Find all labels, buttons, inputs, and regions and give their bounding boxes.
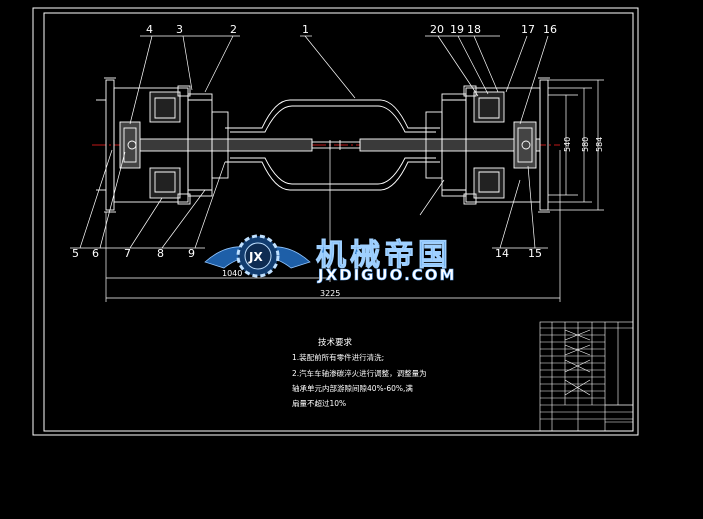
part-label-18: 18	[467, 23, 481, 36]
dim-580: 580	[581, 137, 590, 152]
outer-frame	[32, 7, 639, 436]
part-label-1: 1	[302, 23, 309, 36]
watermark-logo: JX	[204, 234, 311, 278]
bottom-dimensions	[105, 150, 561, 302]
inner-frame	[43, 12, 634, 432]
part-label-8: 8	[157, 247, 164, 260]
tech-req-line3: 轴承单元内部游隙间隙40%-60%,满	[292, 384, 413, 393]
part-label-5: 5	[72, 247, 79, 260]
right-wheel-end	[425, 77, 550, 213]
part-label-7: 7	[124, 247, 131, 260]
left-wheel-end	[96, 77, 229, 213]
dim-540: 540	[563, 137, 572, 152]
part-label-6: 6	[92, 247, 99, 260]
dim-overall-length: 3225	[320, 289, 340, 298]
tech-req-line2: 2.汽车车轴渗碳淬火进行调整，调整量为	[292, 369, 427, 378]
half-shafts	[139, 138, 541, 152]
part-label-3: 3	[176, 23, 183, 36]
tech-req-title: 技术要求	[318, 338, 353, 348]
part-label-17: 17	[521, 23, 535, 36]
part-label-14: 14	[495, 247, 509, 260]
part-label-15: 15	[528, 247, 542, 260]
part-label-9: 9	[188, 247, 195, 260]
part-label-19: 19	[450, 23, 464, 36]
tech-req-line4: 扇量不超过10%	[292, 399, 347, 408]
leader-lines	[70, 35, 549, 249]
dim-partial-length: 1040	[222, 269, 242, 278]
watermark-cn-text: 机械帝国	[316, 238, 452, 274]
dim-584: 584	[595, 137, 604, 152]
watermark-logo-letters: JX	[248, 250, 263, 264]
axle-housing	[225, 99, 440, 191]
title-block	[539, 321, 634, 432]
part-label-16: 16	[543, 23, 557, 36]
watermark-en-text: JXDIGUO.COM	[318, 266, 457, 285]
tech-req-line1: 1.装配前所有零件进行清洗;	[292, 353, 385, 362]
part-label-4: 4	[146, 23, 153, 36]
right-dimensions	[548, 79, 604, 211]
part-label-20: 20	[430, 23, 444, 36]
part-label-2: 2	[230, 23, 237, 36]
